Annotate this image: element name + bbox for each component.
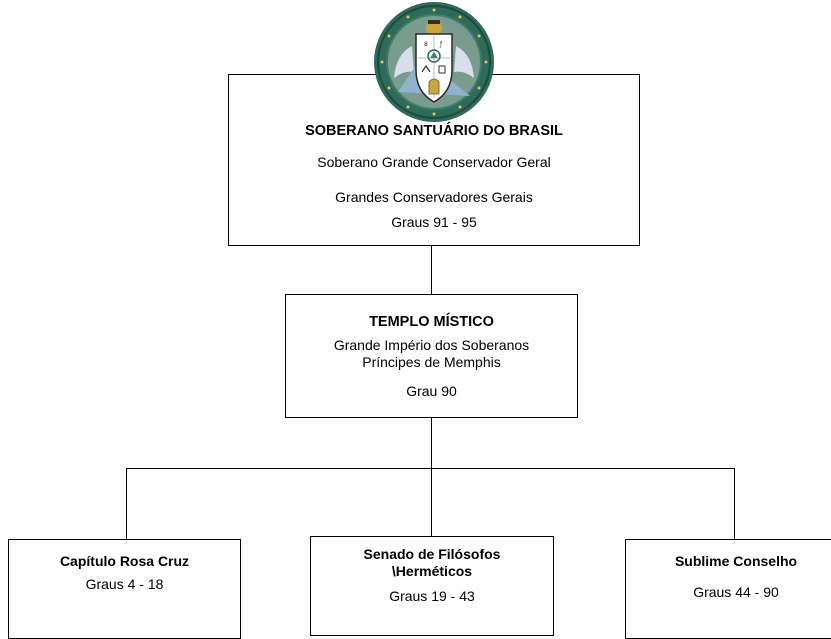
box-line: Soberano Grande Conservador Geral — [317, 154, 551, 170]
box-degrees: Graus 4 - 18 — [85, 576, 164, 592]
connector-to-center-box — [431, 468, 432, 537]
connector-to-left-box — [126, 468, 127, 540]
box-title: Capítulo Rosa Cruz — [59, 553, 190, 569]
box-degrees: Graus 44 - 90 — [693, 584, 779, 600]
box-line: Graus 91 - 95 — [391, 214, 477, 230]
connector-to-right-box — [734, 468, 735, 540]
box-title: TEMPLO MÍSTICO — [369, 314, 494, 330]
connector-middle-down — [431, 417, 432, 469]
box-line: Príncipes de Memphis — [362, 354, 501, 370]
box-line: Grau 90 — [406, 383, 457, 399]
connector-horizontal-bus — [126, 468, 735, 469]
box-degrees: Graus 19 - 43 — [389, 588, 475, 604]
connector-top-to-middle — [431, 245, 432, 295]
svg-text:ƒ: ƒ — [439, 41, 443, 48]
rite-seal-emblem: 8 ƒ — [374, 2, 494, 122]
svg-text:8: 8 — [424, 41, 428, 48]
box-title-line2: \Herméticos — [391, 563, 473, 579]
box-soberano-santuario: SOBERANO SANTUÁRIO DO BRASIL Soberano Gr… — [228, 74, 640, 246]
box-templo-mistico: TEMPLO MÍSTICO Grande Império dos Sobera… — [285, 294, 578, 418]
box-line: Grande Império dos Soberanos — [333, 337, 530, 353]
box-title-line1: Senado de Filósofos — [363, 546, 501, 562]
box-capitulo-rosa-cruz: Capítulo Rosa Cruz Graus 4 - 18 — [8, 539, 241, 639]
box-line: Grandes Conservadores Gerais — [335, 189, 533, 205]
box-senado-de-filosofos: Senado de Filósofos \Herméticos Graus 19… — [310, 536, 554, 636]
box-title: Sublime Conselho — [674, 553, 798, 569]
box-sublime-conselho: Sublime Conselho Graus 44 - 90 — [625, 539, 831, 639]
box-title: SOBERANO SANTUÁRIO DO BRASIL — [305, 123, 563, 139]
